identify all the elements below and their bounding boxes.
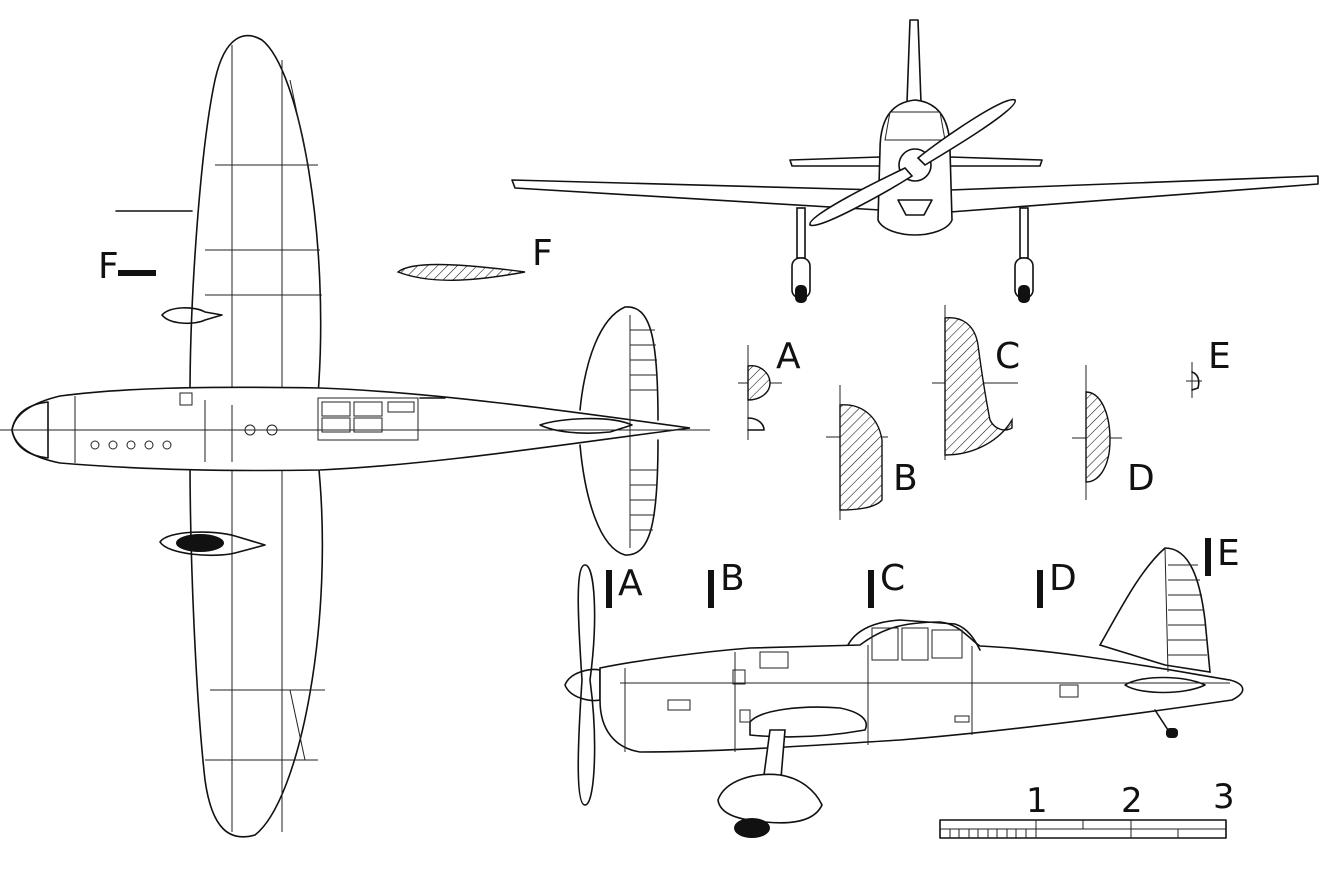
- station-d-label: D: [1049, 558, 1077, 599]
- scale-bar: 1 2 3: [939, 777, 1235, 839]
- cross-section-c: C: [932, 305, 1020, 460]
- side-view: [564, 547, 1244, 838]
- top-view-upper-stabilizer: [579, 306, 659, 421]
- side-view-main-wheel-fairing: [717, 773, 823, 824]
- top-view-radiator: [159, 531, 266, 557]
- top-view-fuselage: [11, 386, 691, 472]
- cross-section-a: A: [738, 336, 801, 440]
- f-marker-bar: [118, 270, 156, 276]
- cross-section-d: D: [1072, 365, 1155, 500]
- scale-tick-2: 2: [1121, 781, 1143, 821]
- front-view-right-wing: [949, 175, 1319, 213]
- top-view-lower-wing: [189, 459, 324, 838]
- airfoil-section-f: F: [396, 233, 553, 281]
- section-a-label: A: [776, 336, 801, 377]
- front-view-right-gear: [1019, 207, 1029, 259]
- station-e-label: E: [1217, 533, 1240, 574]
- top-view-upper-pod: [161, 307, 223, 325]
- section-b-label: B: [893, 458, 918, 499]
- top-view-upper-wing: [189, 34, 322, 396]
- front-view-left-gear: [796, 207, 806, 259]
- station-c-label: C: [880, 558, 905, 599]
- side-view-propeller: [577, 564, 596, 806]
- f-marker-label: F: [98, 246, 119, 287]
- scale-tick-3: 3: [1213, 777, 1235, 817]
- cross-section-b: B: [826, 385, 918, 520]
- airfoil-section-label: F: [532, 233, 553, 274]
- front-view-left-wing: [511, 179, 881, 211]
- top-view: F: [0, 34, 710, 838]
- section-d-label: D: [1127, 458, 1155, 499]
- top-view-lower-stabilizer: [579, 439, 659, 556]
- cross-section-e: E: [1186, 336, 1231, 398]
- station-markers: A B C D E: [606, 533, 1240, 608]
- front-view-propeller: [916, 99, 1016, 167]
- station-b-label: B: [720, 558, 745, 599]
- front-view: [511, 19, 1319, 303]
- section-c-label: C: [995, 336, 1020, 377]
- section-e-label: E: [1208, 336, 1231, 377]
- scale-tick-1: 1: [1026, 781, 1048, 821]
- station-a-label: A: [618, 563, 643, 604]
